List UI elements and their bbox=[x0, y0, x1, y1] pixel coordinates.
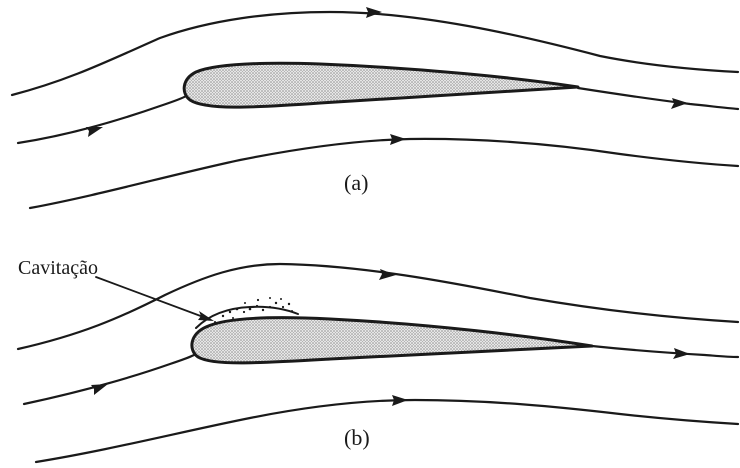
panel-a-caption: (a) bbox=[344, 170, 368, 196]
panel-b-caption: (b) bbox=[344, 425, 370, 451]
airfoil-b bbox=[192, 318, 592, 363]
streamline-a-middle-right bbox=[578, 88, 738, 109]
streamline-b-middle-right bbox=[592, 346, 738, 357]
arrow-b-middle-left bbox=[91, 384, 108, 395]
arrow-a-top bbox=[366, 7, 382, 18]
panel-b bbox=[18, 264, 738, 462]
arrow-b-bottom bbox=[392, 395, 408, 406]
cavitation-label: Cavitação bbox=[18, 257, 98, 280]
streamline-b-middle-left bbox=[24, 355, 194, 404]
panel-a bbox=[12, 7, 738, 208]
arrow-a-bottom bbox=[390, 134, 406, 145]
arrow-a-middle-right bbox=[671, 98, 688, 109]
streamline-b-bottom bbox=[36, 400, 738, 462]
streamline-a-bottom bbox=[30, 139, 738, 208]
arrow-b-top bbox=[379, 269, 396, 280]
streamline-a-middle-left bbox=[18, 96, 186, 143]
arrow-a-middle-left bbox=[86, 127, 103, 137]
airfoil-a bbox=[184, 63, 578, 107]
